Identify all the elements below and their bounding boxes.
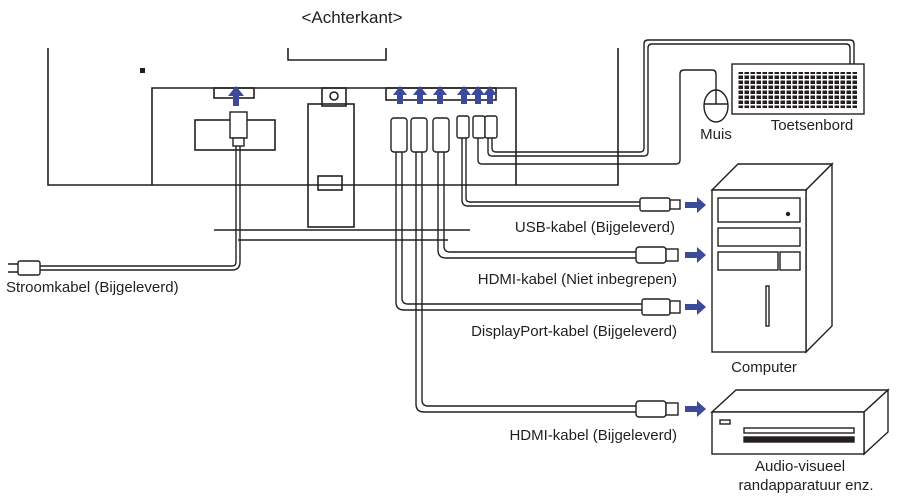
av-device-label-line1: Audio-visueel (755, 458, 845, 475)
cables (40, 39, 855, 413)
device-plugs (8, 197, 681, 418)
usb-cable-line (461, 138, 640, 207)
kensington-slot (140, 68, 145, 73)
av-device-label-line2: randapparatuur enz. (738, 477, 873, 494)
hdmi-av-plug (410, 117, 428, 153)
arrow-up-icon (457, 86, 471, 104)
displayport-plug (390, 117, 408, 153)
hdmi-device-plug (635, 246, 667, 264)
arrow-up-icon (228, 86, 244, 106)
usb-plug (456, 115, 470, 139)
mouse-icon (703, 89, 729, 123)
usb-plug (472, 115, 486, 139)
monitor-top-notch (287, 48, 387, 61)
mouse-cable-line (477, 69, 717, 165)
arrow-up-icon (483, 86, 497, 104)
arrow-up-icon (393, 86, 407, 104)
arrow-right-icon (685, 247, 706, 263)
port-arrows (228, 86, 497, 106)
mouse-label: Muis (700, 126, 732, 143)
av-device-icon (710, 388, 890, 456)
hdmi-plug (432, 117, 450, 153)
hdmi-not-included-label: HDMI-kabel (Niet inbegrepen) (478, 271, 677, 288)
hdmi-av-device-plug (635, 400, 667, 418)
power-cable-line (40, 145, 237, 267)
monitor-outline (47, 48, 619, 186)
stand-lock (329, 91, 339, 101)
computer-label: Computer (731, 359, 797, 376)
arrow-right-icon (685, 401, 706, 417)
computer-icon (710, 162, 834, 354)
keyboard-label: Toetsenbord (771, 117, 854, 134)
hdmi-included-label: HDMI-kabel (Bijgeleverd) (509, 427, 677, 444)
arrow-right-icon (685, 197, 706, 213)
power-wall-plug (17, 260, 41, 276)
power-plug (229, 111, 248, 139)
stand-hinge (321, 87, 347, 107)
diagram-title: <Achterkant> (301, 8, 402, 27)
displayport-device-plug (641, 298, 671, 316)
stand-neck (307, 103, 355, 228)
usb-device-plug (639, 197, 671, 212)
monitor-back (47, 48, 619, 241)
arrow-up-icon (413, 86, 427, 104)
hdmi-cable-line (437, 152, 636, 259)
arrow-up-icon (471, 86, 485, 104)
keyboard-cable-line (487, 43, 851, 157)
displayport-cable-label: DisplayPort-kabel (Bijgeleverd) (471, 323, 677, 340)
keyboard-icon (731, 63, 865, 115)
arrow-right-icon (685, 299, 706, 315)
power-cable-label: Stroomkabel (Bijgeleverd) (6, 279, 179, 296)
stand-clip (317, 175, 343, 191)
displayport-cable-line (395, 152, 642, 311)
hdmi-av-cable-line (415, 152, 636, 413)
device-arrows (685, 197, 706, 417)
monitor-plugs (229, 111, 498, 153)
arrow-up-icon (433, 86, 447, 104)
stand-base (214, 229, 470, 241)
usb-cable-label: USB-kabel (Bijgeleverd) (515, 219, 675, 236)
usb-plug (484, 115, 498, 139)
